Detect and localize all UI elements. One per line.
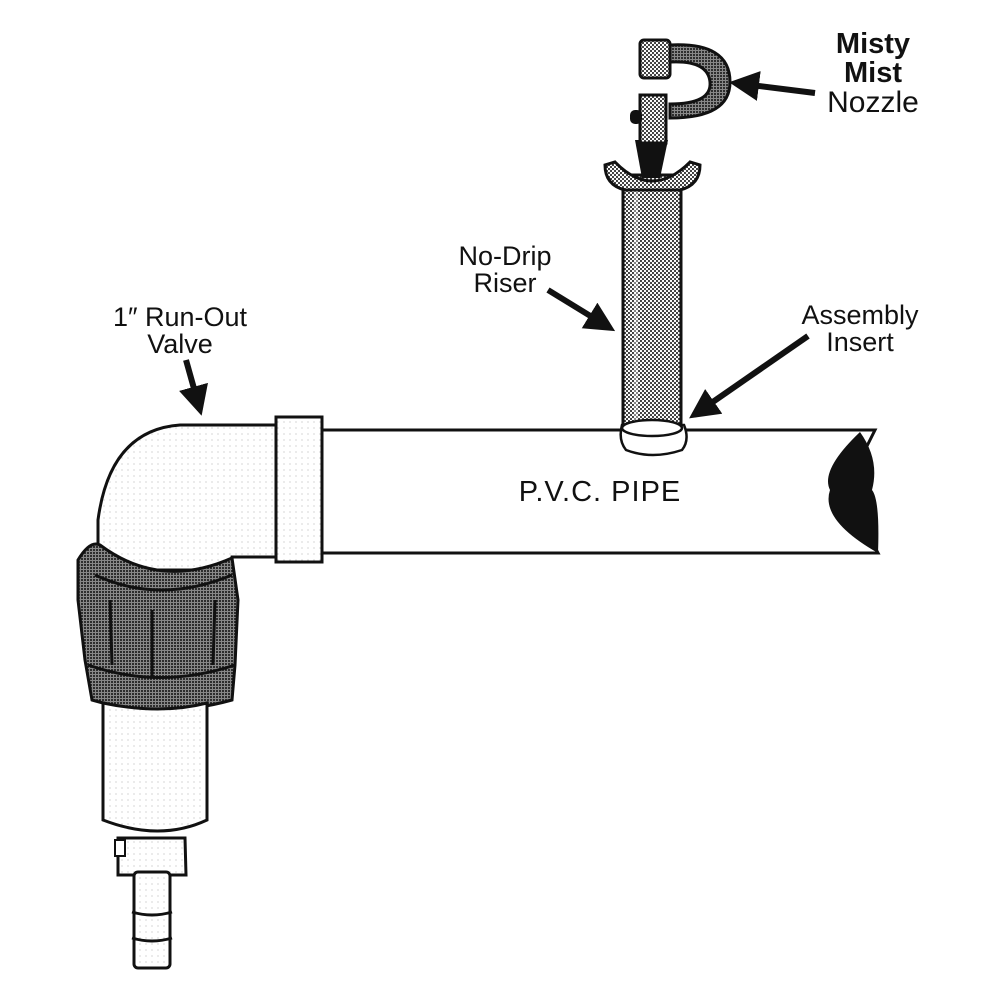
label-line: Mist (844, 57, 902, 89)
label-line: 1″ Run-Out (112, 302, 248, 332)
assembly-insert (619, 418, 688, 457)
run-out-valve-body (101, 701, 209, 970)
label-no-drip-riser: No-Drip Riser (440, 243, 570, 297)
run-out-valve-elbow (96, 423, 278, 572)
riser-cap (603, 160, 702, 192)
run-out-valve-nut (76, 542, 240, 712)
riser-arrow (546, 287, 616, 332)
label-line: No-Drip (458, 241, 552, 271)
pipe-coupling (274, 415, 324, 564)
label-line: Nozzle (827, 86, 919, 119)
misty-mist-nozzle (630, 38, 732, 178)
label-pvc-pipe: P.V.C. PIPE (518, 476, 682, 508)
nozzle-arrow (729, 71, 816, 101)
label-misty-mist-nozzle: Misty Mist Nozzle (818, 30, 928, 118)
label-line: Valve (147, 329, 213, 359)
label-assembly-insert: Assembly Insert (790, 302, 930, 356)
valve-arrow (179, 359, 208, 416)
label-run-out-valve: 1″ Run-Out Valve (80, 304, 280, 358)
label-line: Assembly (801, 300, 919, 330)
label-line: Misty (835, 28, 911, 60)
pvc-pipe (318, 428, 881, 555)
label-line: Insert (826, 327, 894, 357)
label-line: Riser (473, 268, 537, 298)
insert-arrow (689, 333, 810, 419)
no-drip-riser (621, 173, 683, 437)
